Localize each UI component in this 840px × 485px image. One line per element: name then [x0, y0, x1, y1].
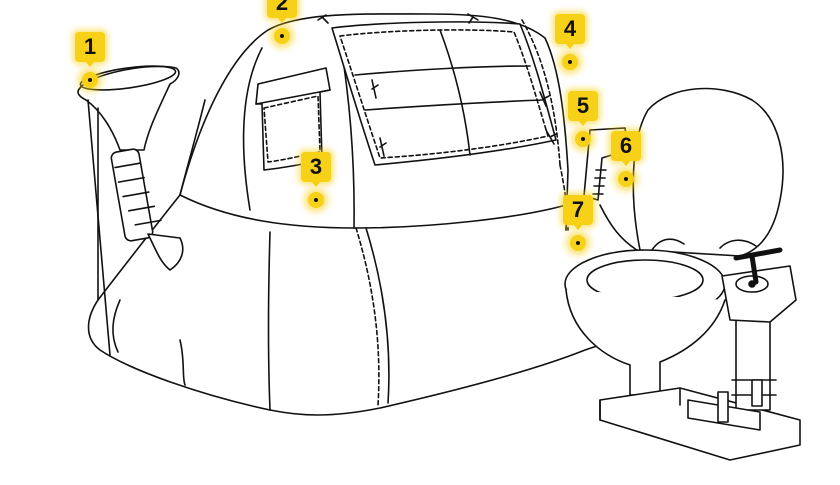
tent-illustration	[87, 13, 601, 416]
callout-2-marker	[274, 28, 290, 44]
callout-5-marker	[575, 131, 591, 147]
callout-1[interactable]: 1	[70, 32, 110, 92]
tent-left-edge	[112, 299, 121, 353]
callout-5-badge: 5	[568, 91, 598, 126]
callout-3-marker	[308, 192, 324, 208]
callout-4-marker	[562, 54, 578, 70]
toilet-illustration	[564, 87, 801, 461]
callout-4[interactable]: 4	[550, 14, 590, 74]
callout-4-badge: 4	[555, 14, 585, 49]
tent-center-seam	[355, 227, 380, 406]
toilet-pump-head	[721, 265, 797, 323]
callout-1-badge: 1	[75, 32, 105, 67]
tent-right-seam	[521, 19, 561, 166]
toilet-handle	[733, 247, 783, 285]
toilet-lid	[632, 87, 784, 257]
callout-3[interactable]: 3	[296, 152, 336, 212]
callout-7[interactable]: 7	[558, 195, 598, 255]
tent-lower-body	[87, 194, 601, 416]
callout-7-marker	[570, 235, 586, 251]
tent-waist	[179, 194, 567, 229]
callout-2[interactable]: 2	[262, 0, 302, 48]
callout-6[interactable]: 6	[606, 131, 646, 191]
callout-1-marker	[82, 72, 98, 88]
tent-left-guy	[179, 99, 206, 196]
callout-6-badge: 6	[611, 131, 641, 166]
callout-3-badge: 3	[301, 152, 331, 187]
tent-window	[331, 21, 557, 166]
tent-bottom-fold	[179, 339, 186, 386]
callout-2-badge: 2	[267, 0, 297, 23]
callout-5[interactable]: 5	[563, 91, 603, 151]
funnel-illustration	[77, 65, 184, 356]
callout-7-badge: 7	[563, 195, 593, 230]
callout-6-marker	[618, 171, 634, 187]
